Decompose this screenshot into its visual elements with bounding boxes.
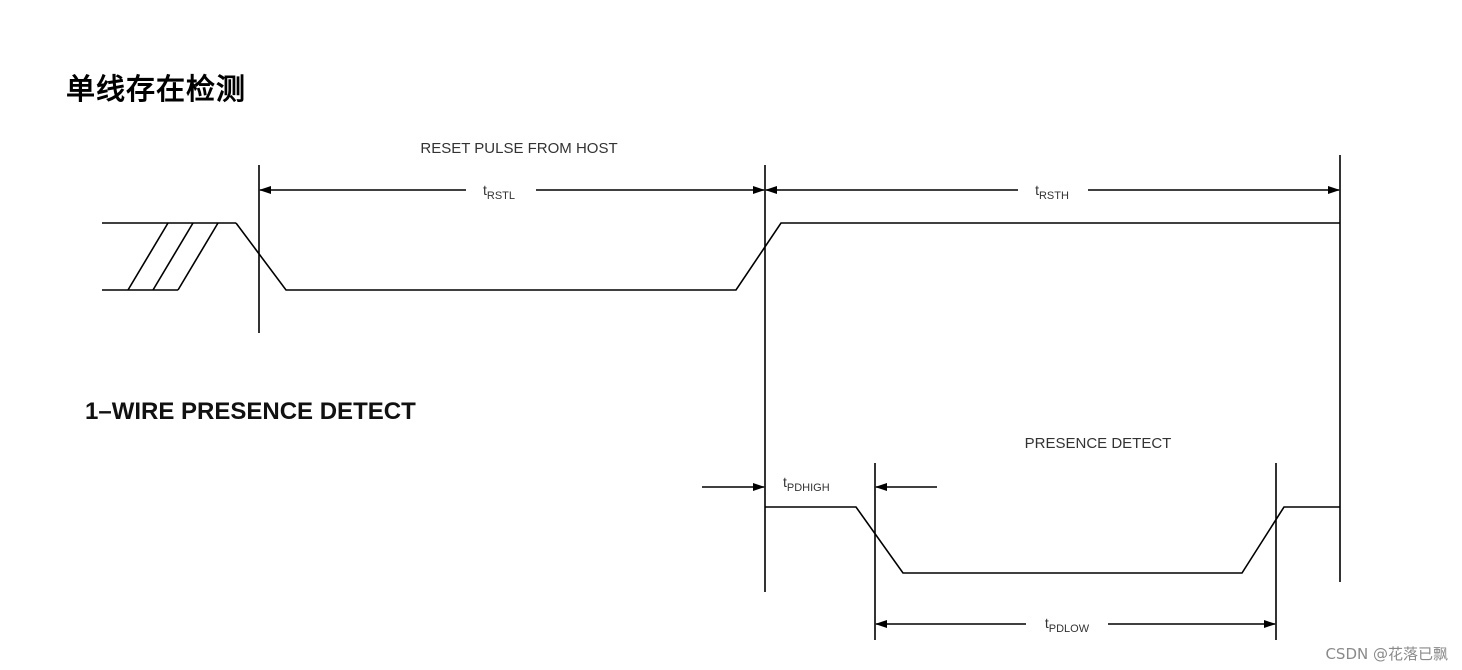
page-title: 单线存在检测 (66, 72, 247, 106)
watermark-text: CSDN @花落已飘 (1325, 645, 1448, 663)
trstl-label: tRSTL (483, 182, 515, 202)
trsth-label: tRSTH (1035, 182, 1069, 202)
host-waveform (102, 222, 1340, 291)
presence-waveform (765, 506, 1340, 574)
reset-pulse-label: RESET PULSE FROM HOST (420, 140, 617, 157)
tpdhigh-label: tPDHIGH (783, 474, 830, 494)
section-label: 1–WIRE PRESENCE DETECT (85, 398, 416, 425)
presence-detect-label: PRESENCE DETECT (1025, 435, 1172, 452)
tpdlow-label: tPDLOW (1045, 615, 1090, 635)
